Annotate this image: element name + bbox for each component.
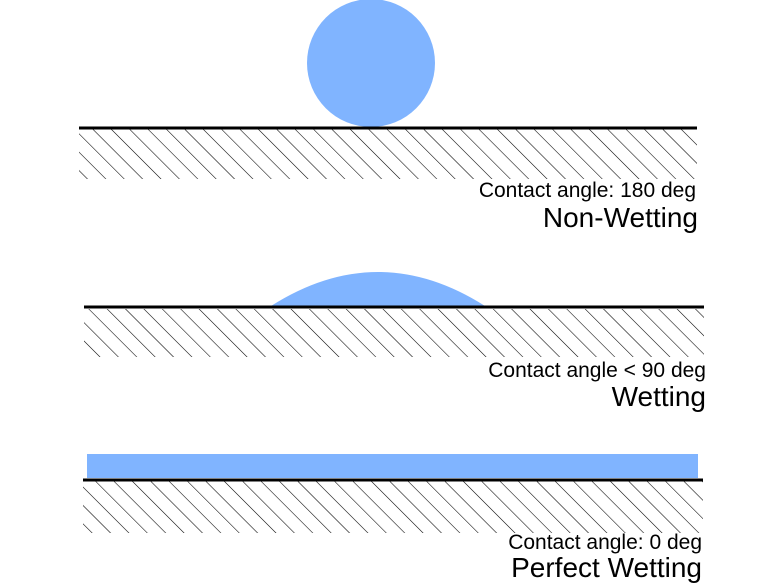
- contact-angle-label: Contact angle: 0 deg: [508, 531, 702, 554]
- state-label: Non-Wetting: [542, 202, 698, 233]
- contact-angle-label: Contact angle: 180 deg: [478, 179, 696, 202]
- state-label: Perfect Wetting: [511, 552, 702, 583]
- droplet-sphere: [307, 0, 435, 127]
- substrate-hatch: [84, 309, 704, 357]
- state-label: Wetting: [611, 381, 706, 412]
- substrate-hatch: [79, 129, 697, 179]
- liquid-film: [87, 454, 698, 478]
- substrate-hatch: [83, 481, 703, 533]
- panel-perfect-wetting: [83, 454, 703, 533]
- panel-wetting: [84, 272, 704, 357]
- contact-angle-label: Contact angle < 90 deg: [488, 359, 706, 382]
- panel-non-wetting: [79, 0, 697, 179]
- droplet-cap: [271, 272, 485, 306]
